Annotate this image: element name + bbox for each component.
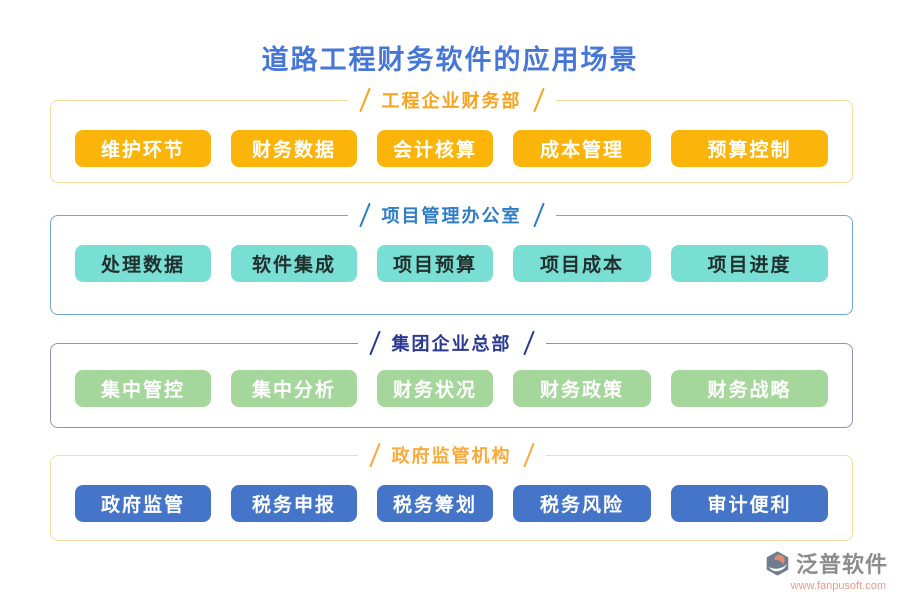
- slash-decoration-icon: [368, 442, 381, 468]
- chip-government-supervision[interactable]: 政府监管: [75, 485, 211, 522]
- chip-audit-convenience[interactable]: 审计便利: [671, 485, 828, 522]
- chip-tax-risk[interactable]: 税务风险: [513, 485, 651, 522]
- section-title: 项目管理办公室: [381, 206, 522, 226]
- slash-decoration-icon: [532, 202, 545, 228]
- section-finance-department: 工程企业财务部 维护环节 财务数据 会计核算 成本管理 预算控制: [50, 87, 853, 183]
- chip-project-budget[interactable]: 项目预算: [377, 245, 493, 282]
- section-pmo-header: 项目管理办公室: [347, 202, 556, 228]
- section-title: 工程企业财务部: [381, 91, 522, 111]
- section-group-headquarters-header: 集团企业总部: [357, 330, 546, 356]
- section-pmo: 项目管理办公室 处理数据 软件集成 项目预算 项目成本 项目进度: [50, 202, 853, 315]
- chip-financial-data[interactable]: 财务数据: [231, 130, 357, 167]
- section-finance-department-header: 工程企业财务部: [347, 87, 556, 113]
- chip-centralized-control[interactable]: 集中管控: [75, 370, 211, 407]
- section-government-regulator: 政府监管机构 政府监管 税务申报 税务筹划 税务风险 审计便利: [50, 442, 853, 541]
- section-government-regulator-header: 政府监管机构: [357, 442, 546, 468]
- slash-decoration-icon: [358, 202, 371, 228]
- slash-decoration-icon: [368, 330, 381, 356]
- chip-financial-policy[interactable]: 财务政策: [513, 370, 651, 407]
- chip-tax-filing[interactable]: 税务申报: [231, 485, 357, 522]
- chip-software-integration[interactable]: 软件集成: [231, 245, 357, 282]
- chip-process-data[interactable]: 处理数据: [75, 245, 211, 282]
- button-row: 处理数据 软件集成 项目预算 项目成本 项目进度: [51, 245, 852, 282]
- slash-decoration-icon: [358, 87, 371, 113]
- section-group-headquarters: 集团企业总部 集中管控 集中分析 财务状况 财务政策 财务战略: [50, 330, 853, 428]
- chip-maintenance[interactable]: 维护环节: [75, 130, 211, 167]
- chip-financial-status[interactable]: 财务状况: [377, 370, 493, 407]
- section-title: 政府监管机构: [391, 446, 512, 466]
- section-title: 集团企业总部: [391, 334, 512, 354]
- fanpu-logo-icon: [766, 550, 789, 576]
- chip-budget-control[interactable]: 预算控制: [671, 130, 828, 167]
- chip-accounting[interactable]: 会计核算: [377, 130, 493, 167]
- brand-name: 泛普软件: [795, 552, 888, 577]
- chip-financial-strategy[interactable]: 财务战略: [671, 370, 828, 407]
- chip-project-cost[interactable]: 项目成本: [513, 245, 651, 282]
- brand-footer: 泛普软件 www.fanpusoft.com: [764, 547, 888, 592]
- button-row: 政府监管 税务申报 税务筹划 税务风险 审计便利: [51, 485, 852, 522]
- chip-project-progress[interactable]: 项目进度: [671, 245, 828, 282]
- page-title: 道路工程财务软件的应用场景: [261, 45, 639, 75]
- slash-decoration-icon: [532, 87, 545, 113]
- button-row: 维护环节 财务数据 会计核算 成本管理 预算控制: [51, 130, 852, 167]
- brand-url: www.fanpusoft.com: [790, 580, 886, 592]
- chip-centralized-analysis[interactable]: 集中分析: [231, 370, 357, 407]
- slash-decoration-icon: [522, 330, 535, 356]
- slash-decoration-icon: [522, 442, 535, 468]
- chip-tax-planning[interactable]: 税务筹划: [377, 485, 493, 522]
- button-row: 集中管控 集中分析 财务状况 财务政策 财务战略: [51, 370, 852, 407]
- chip-cost-management[interactable]: 成本管理: [513, 130, 651, 167]
